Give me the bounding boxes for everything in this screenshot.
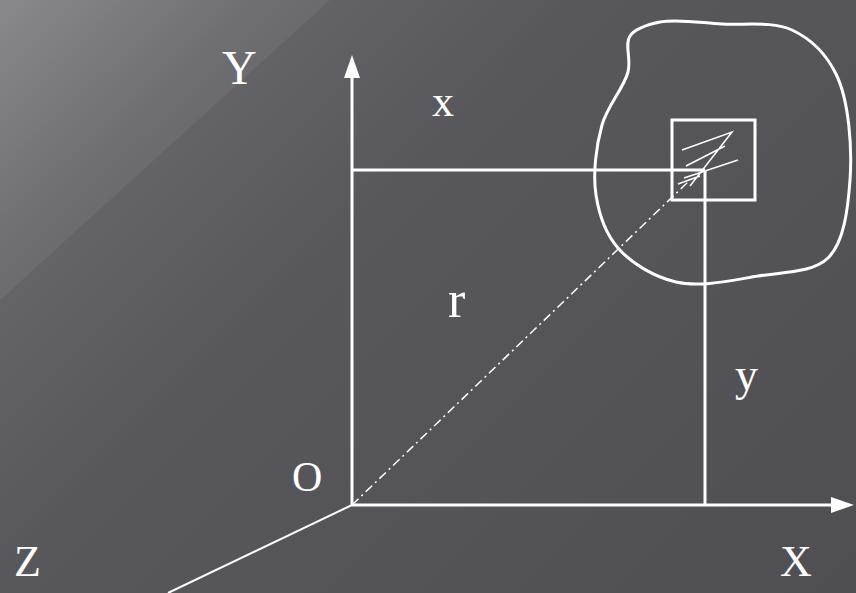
y-axis-label: Y — [222, 44, 257, 92]
light-streak — [0, 0, 330, 300]
y-axis — [351, 72, 354, 505]
y-arrowhead — [344, 55, 360, 78]
origin-label: O — [292, 456, 322, 498]
z-axis — [168, 505, 352, 593]
element-sketch — [678, 132, 738, 186]
x-axis-label: X — [780, 540, 812, 584]
body-outline — [595, 21, 851, 284]
projection-line — [352, 169, 705, 172]
radius-label: r — [448, 274, 465, 326]
projection-line — [704, 170, 707, 505]
x-axis — [352, 504, 836, 507]
x-coordinate-label: x — [432, 80, 454, 124]
mass-element — [672, 120, 755, 200]
z-axis-label: Z — [14, 540, 41, 584]
x-arrowhead — [831, 497, 854, 513]
radius-line — [352, 180, 690, 505]
y-coordinate-label: y — [735, 352, 758, 398]
